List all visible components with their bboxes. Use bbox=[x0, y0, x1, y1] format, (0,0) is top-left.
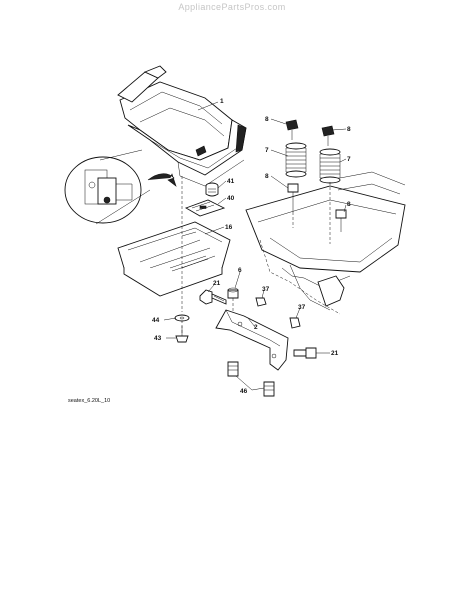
drawing-code: seatex_6.20L_10 bbox=[68, 398, 110, 404]
callout-washer: 44 bbox=[152, 317, 160, 324]
callout-bolt-21-right: 21 bbox=[331, 350, 339, 357]
callout-spring-right: 7 bbox=[347, 156, 351, 163]
bracket-part bbox=[215, 309, 289, 371]
callout-bolt-lower-left: 8 bbox=[265, 173, 269, 180]
nut-37-top-part bbox=[255, 297, 267, 307]
callout-slide-bracket: 40 bbox=[227, 195, 235, 202]
callout-bolt-46: 46 bbox=[240, 388, 248, 395]
callout-bolt-top-right: 8 bbox=[347, 126, 351, 133]
callout-bracket: 2 bbox=[254, 324, 258, 331]
callout-knob: 41 bbox=[227, 178, 235, 185]
bolt-46-part bbox=[227, 361, 275, 397]
slide-bracket-part bbox=[184, 199, 226, 217]
bolt-21-right-part bbox=[293, 347, 317, 359]
callout-spring-left: 7 bbox=[265, 147, 269, 154]
watermark: AppliancePartsPros.com bbox=[178, 2, 286, 12]
bolt-top-left-part bbox=[285, 119, 299, 140]
detail-inset bbox=[64, 149, 177, 225]
bolt-lower-left-part bbox=[287, 183, 299, 212]
callout-seat-pan: 16 bbox=[225, 224, 233, 231]
callout-nut-37-top: 37 bbox=[262, 286, 270, 293]
callout-bolt-21-left: 21 bbox=[213, 280, 221, 287]
bolt-21-left-part bbox=[199, 289, 227, 305]
spring-left-part bbox=[285, 142, 307, 178]
seat-part bbox=[117, 65, 247, 187]
knob-part bbox=[205, 182, 219, 197]
callout-seat: 1 bbox=[220, 98, 224, 105]
callout-nut-37-right: 37 bbox=[298, 304, 306, 311]
bolt-lower-right-part bbox=[335, 209, 347, 232]
mounting-deck bbox=[245, 171, 406, 315]
callout-bolt-top-left: 8 bbox=[265, 116, 269, 123]
callout-screw: 43 bbox=[154, 335, 162, 342]
nut-6-part bbox=[227, 287, 239, 299]
nut-37-right-part bbox=[289, 317, 301, 329]
callout-nut-6: 6 bbox=[238, 267, 242, 274]
bolt-top-right-part bbox=[321, 125, 335, 146]
washer-part bbox=[174, 314, 190, 322]
seat-pan-part bbox=[117, 221, 231, 297]
callout-bolt-lower-right: 8 bbox=[347, 201, 351, 208]
screw-43-part bbox=[175, 326, 189, 343]
leader-lines bbox=[163, 101, 347, 391]
spring-right-part bbox=[319, 148, 341, 184]
